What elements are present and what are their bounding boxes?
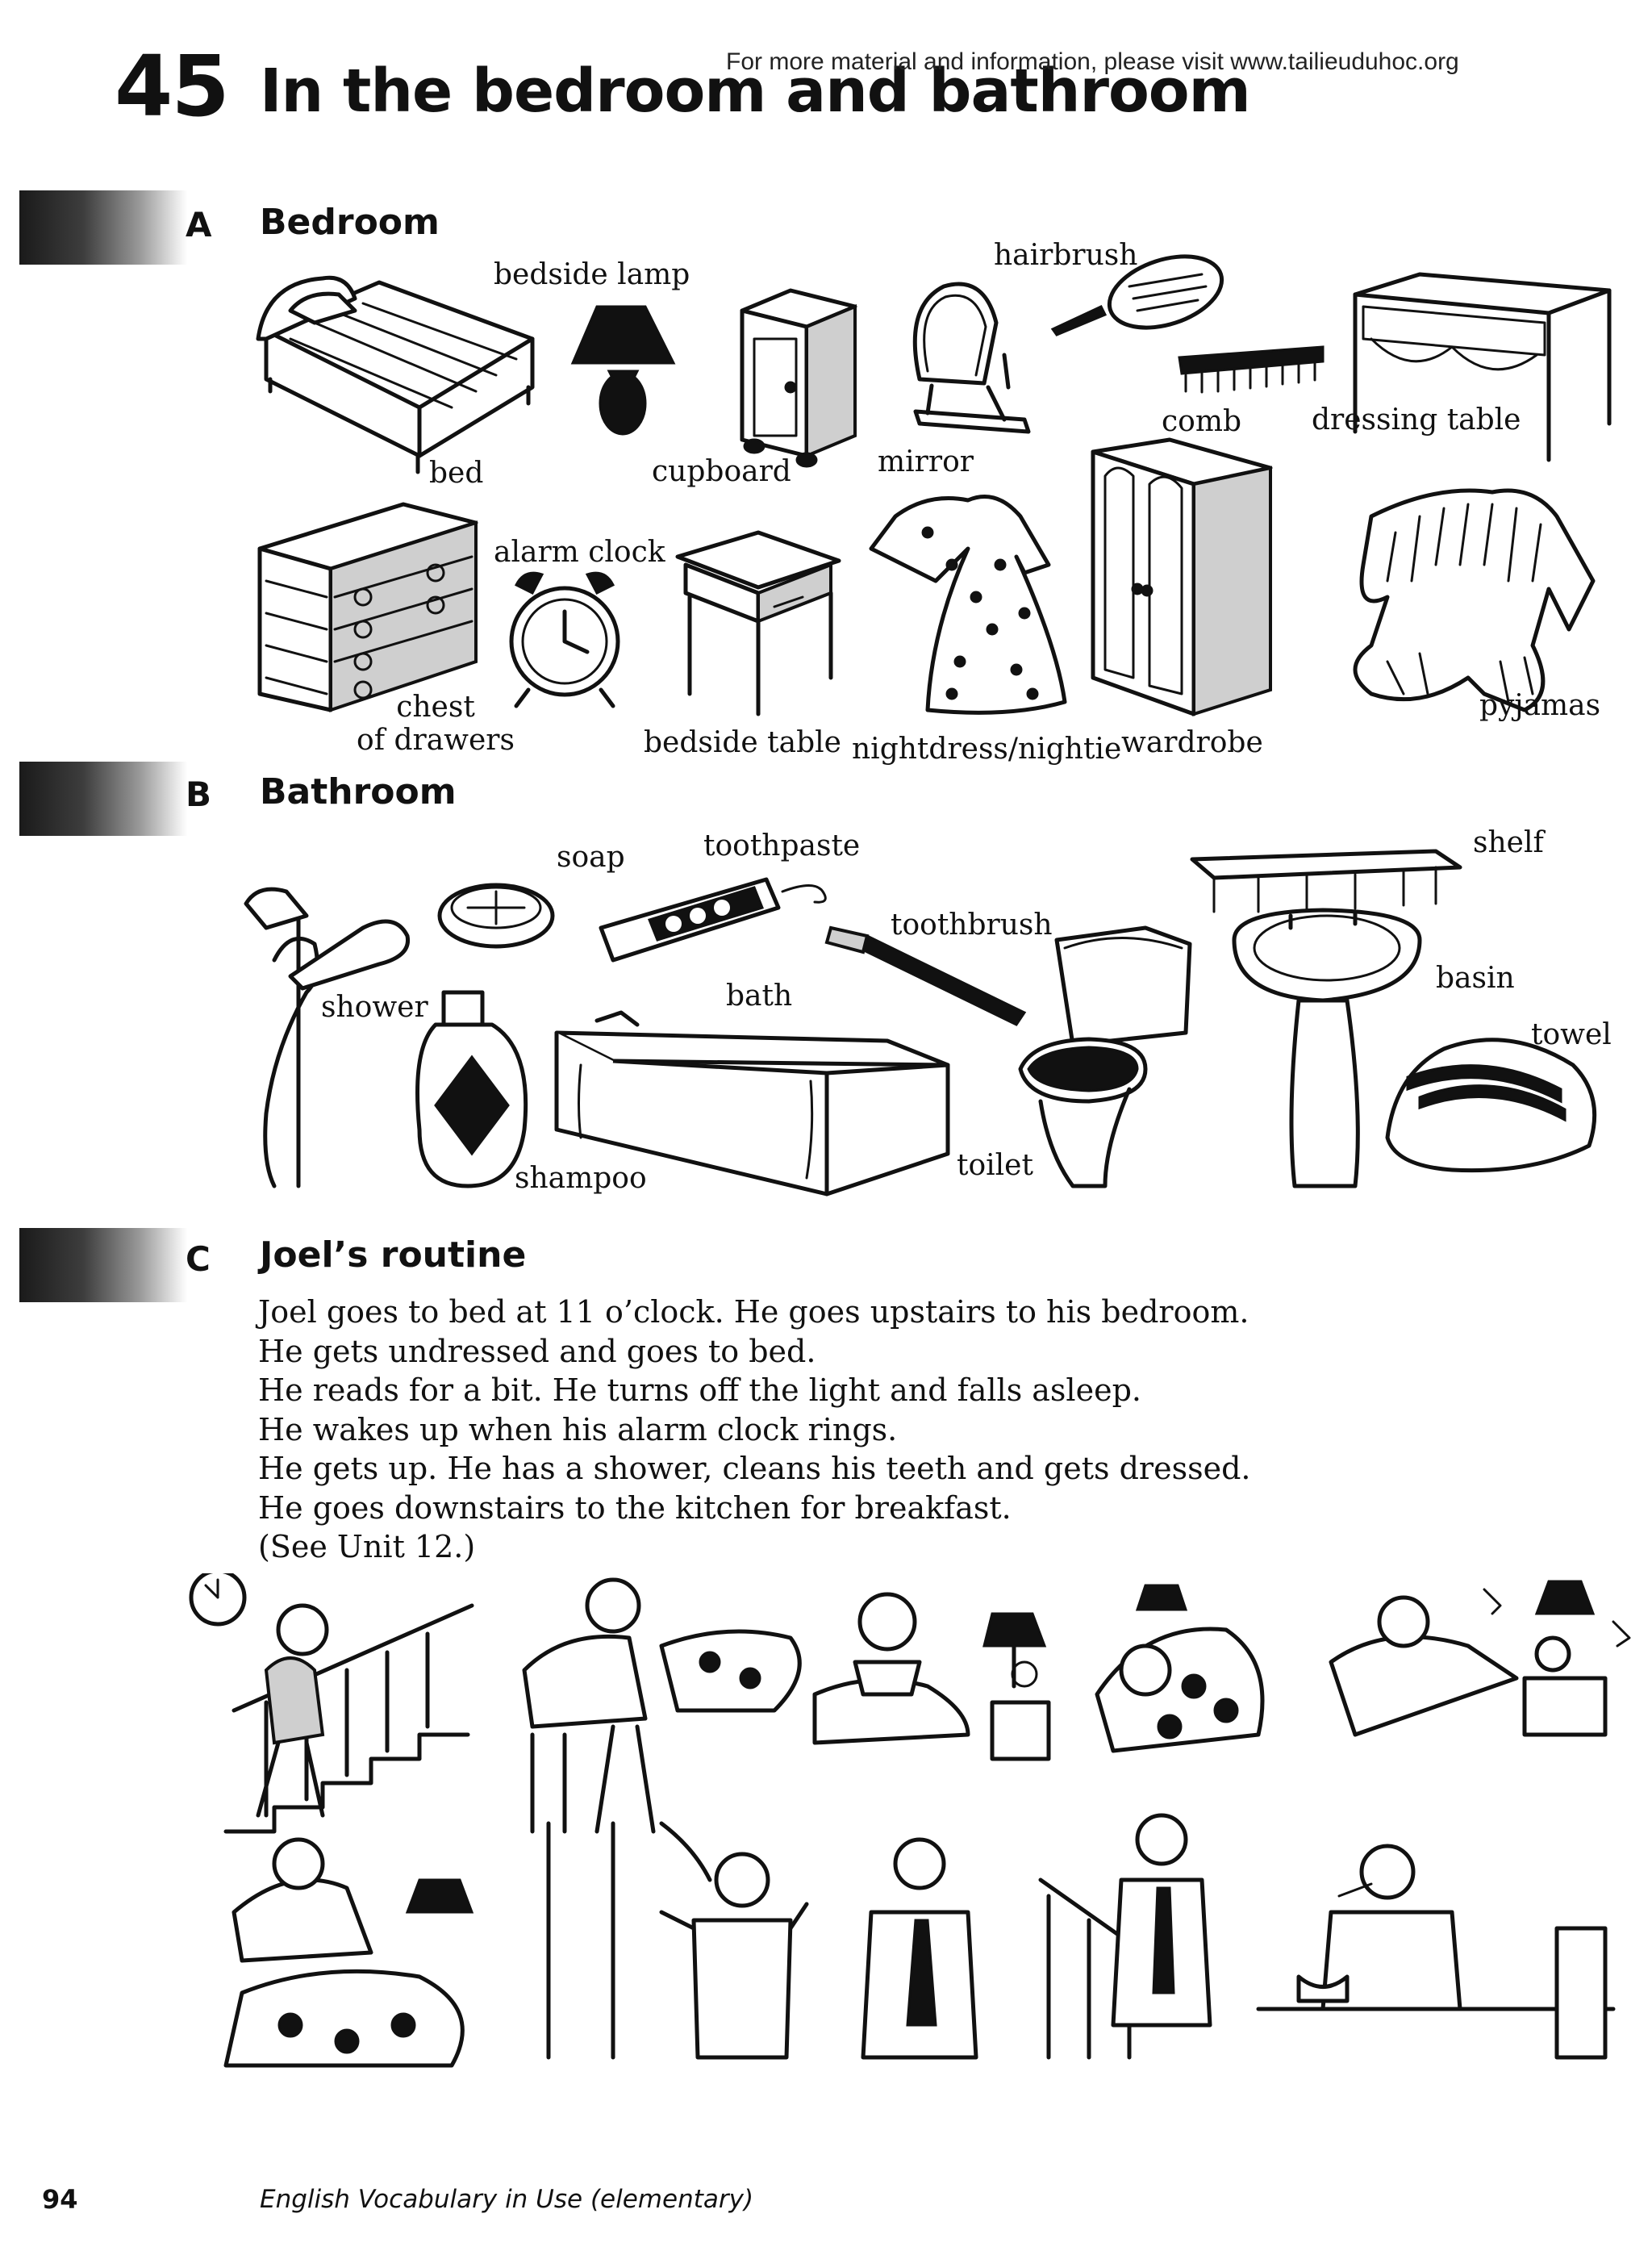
routine-line: (See Unit 12.) xyxy=(258,1529,476,1564)
dressing-table-illustration xyxy=(1353,272,1612,462)
label-mirror: mirror xyxy=(878,445,974,478)
visit-note: For more material and information, pleas… xyxy=(726,48,1459,75)
page-number: 94 xyxy=(42,2184,78,2215)
mirror-illustration xyxy=(912,282,1031,434)
label-toothpaste: toothpaste xyxy=(703,829,861,862)
label-comb: comb xyxy=(1162,405,1242,438)
toilet-illustration xyxy=(1018,925,1192,1188)
bathroom-illustrations xyxy=(244,849,1597,1197)
unit-title: In the bedroom and bathroom xyxy=(260,56,1251,126)
panel-dressing-illustration xyxy=(861,1837,978,2060)
label-nightdress: nightdress/nightie xyxy=(852,733,1122,766)
pyjamas-illustration xyxy=(1353,488,1596,712)
toothpaste-illustration xyxy=(599,877,827,963)
section-b-marker xyxy=(19,762,187,836)
section-a-heading: Bedroom xyxy=(260,202,440,243)
routine-line: Joel goes to bed at 11 o’clock. He goes … xyxy=(258,1294,1249,1330)
comb-illustration xyxy=(1178,345,1325,394)
label-bedside-lamp: bedside lamp xyxy=(494,258,690,291)
routine-line: He wakes up when his alarm clock rings. xyxy=(258,1411,898,1447)
routine-line: He gets undressed and goes to bed. xyxy=(258,1333,816,1369)
alarm-clock-illustration xyxy=(509,571,620,708)
shower-illustration xyxy=(244,887,411,1188)
wall-clock-illustration xyxy=(189,1573,247,1627)
label-shampoo: shampoo xyxy=(515,1162,647,1195)
basin-shelf-illustration xyxy=(1190,849,1462,1188)
bedroom-illustrations xyxy=(256,254,1612,716)
bedside-lamp-illustration xyxy=(570,305,676,436)
panel-getting-up-illustration xyxy=(223,1837,474,2068)
label-chest-line-1: chest xyxy=(396,691,475,724)
cupboard-illustration xyxy=(740,288,857,468)
label-shelf: shelf xyxy=(1473,826,1544,859)
section-a-marker xyxy=(19,190,187,265)
bed-illustration xyxy=(256,275,535,474)
label-bed: bed xyxy=(429,457,484,490)
label-pyjamas: pyjamas xyxy=(1479,689,1601,722)
section-c-letter: C xyxy=(186,1239,211,1279)
wardrobe-illustration xyxy=(1091,437,1273,716)
label-toilet: toilet xyxy=(957,1149,1033,1182)
label-soap: soap xyxy=(557,841,625,874)
section-c-heading: Joel’s routine xyxy=(260,1234,527,1276)
panel-asleep-illustration xyxy=(1095,1584,1265,1753)
towel-illustration xyxy=(1385,1038,1597,1173)
panel-breakfast-illustration xyxy=(1256,1844,1616,2060)
bath-illustration xyxy=(554,1010,950,1197)
routine-line: He goes downstairs to the kitchen for br… xyxy=(258,1489,1012,1526)
label-alarm-clock: alarm clock xyxy=(494,536,665,569)
shampoo-illustration xyxy=(415,990,528,1188)
book-title: English Vocabulary in Use (elementary) xyxy=(260,2185,754,2214)
panel-upstairs-illustration xyxy=(223,1603,474,1834)
routine-text: Joel goes to bed at 11 o’clock. He goes … xyxy=(258,1293,1468,1567)
label-cupboard: cupboard xyxy=(652,455,791,488)
unit-number: 45 xyxy=(115,37,230,136)
routine-illustrations xyxy=(189,1573,1631,2068)
section-c-marker xyxy=(19,1228,187,1302)
label-wardrobe: wardrobe xyxy=(1121,726,1263,759)
panel-undressing-illustration xyxy=(522,1577,802,1834)
label-hairbrush: hairbrush xyxy=(994,239,1138,272)
panel-shower-illustration xyxy=(546,1821,809,2060)
section-a-letter: A xyxy=(186,205,212,244)
label-bedside-table: bedside table xyxy=(644,726,841,759)
label-chest-line-2: of drawers xyxy=(357,724,515,757)
panel-alarm-illustration xyxy=(1329,1580,1631,1737)
label-towel: towel xyxy=(1531,1018,1612,1051)
hairbrush-illustration xyxy=(1050,254,1224,336)
label-bath: bath xyxy=(726,979,793,1013)
panel-reading-illustration xyxy=(812,1592,1051,1761)
soap-illustration xyxy=(437,883,555,949)
bedside-table-illustration xyxy=(675,530,841,716)
panel-downstairs-illustration xyxy=(1038,1813,1212,2060)
chest-of-drawers-illustration xyxy=(257,502,478,712)
section-b-letter: B xyxy=(186,775,212,814)
toothbrush-illustration xyxy=(824,925,1027,1026)
section-b-heading: Bathroom xyxy=(260,771,457,812)
label-shower: shower xyxy=(321,991,428,1024)
label-dressing-table: dressing table xyxy=(1312,403,1521,436)
label-basin: basin xyxy=(1436,962,1515,995)
label-toothbrush: toothbrush xyxy=(891,908,1053,942)
routine-line: He reads for a bit. He turns off the lig… xyxy=(258,1372,1141,1408)
label-chest-of-drawers: chest of drawers xyxy=(339,691,532,757)
nightdress-illustration xyxy=(869,495,1067,715)
routine-line: He gets up. He has a shower, cleans his … xyxy=(258,1451,1251,1486)
